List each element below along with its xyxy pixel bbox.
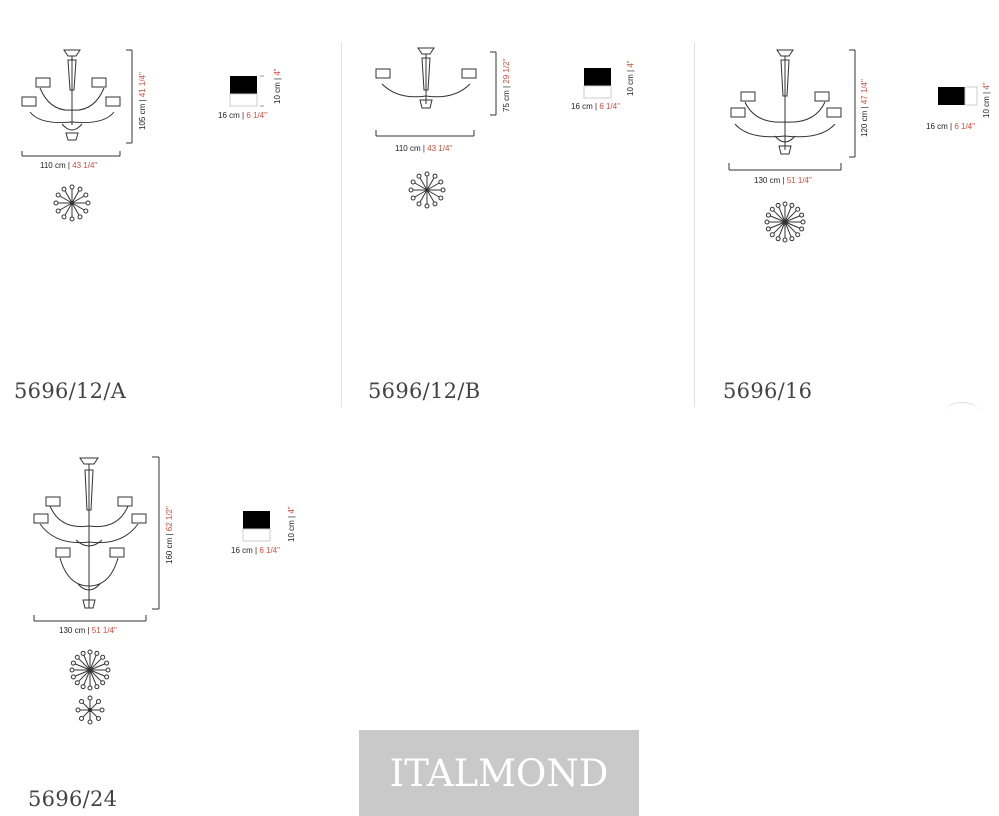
product-code: 5696/12/B bbox=[368, 379, 481, 403]
height-label: 75 cm | 29 1/2" bbox=[502, 58, 511, 112]
chandelier-drawing: 130 cm | 51 1/4" 160 cm | 62 1/2" 16 cm … bbox=[33, 456, 296, 725]
scroll-top-button[interactable] bbox=[944, 402, 980, 423]
top-view-icon bbox=[69, 649, 111, 691]
shade-height-label: 10 cm | 4" bbox=[626, 60, 635, 96]
width-label: 130 cm | 51 1/4" bbox=[59, 626, 117, 635]
top-view-icon bbox=[764, 201, 806, 243]
shade-width-label: 16 cm | 6 1/4" bbox=[926, 122, 975, 131]
width-label: 110 cm | 43 1/4" bbox=[395, 144, 452, 153]
product-code: 5696/12/A bbox=[14, 379, 127, 403]
height-label: 105 cm | 41 1/4" bbox=[138, 72, 147, 130]
product-code: 5696/16 bbox=[723, 379, 813, 403]
product-card-5696-12-b: 110 cm | 43 1/4" 75 cm | 29 1/2" 16 cm |… bbox=[342, 0, 694, 410]
shade-width-label: 16 cm | 6 1/4" bbox=[218, 111, 267, 120]
width-label: 130 cm | 51 1/4" bbox=[754, 176, 812, 185]
shade-height-label: 10 cm | 4" bbox=[287, 506, 296, 542]
product-card-5696-12-a: 110 cm | 43 1/4" 105 cm | 41 1/4" 16 cm … bbox=[0, 0, 340, 410]
column-divider bbox=[694, 42, 695, 407]
height-label: 160 cm | 62 1/2" bbox=[165, 506, 174, 564]
shade-width-label: 16 cm | 6 1/4" bbox=[571, 102, 620, 111]
top-view-icon bbox=[53, 184, 91, 222]
product-card-5696-24: 130 cm | 51 1/4" 160 cm | 62 1/2" 16 cm … bbox=[0, 420, 340, 816]
shade-height-label: 10 cm | 4" bbox=[273, 68, 282, 104]
product-code: 5696/24 bbox=[28, 787, 118, 811]
shade-width-label: 16 cm | 6 1/4" bbox=[231, 546, 280, 555]
column-divider bbox=[341, 42, 342, 407]
top-view-icon-lower bbox=[75, 695, 105, 725]
italmond-logo: ITALMOND bbox=[359, 730, 639, 816]
shade-height-label: 10 cm | 4" bbox=[982, 82, 991, 118]
width-label: 110 cm | 43 1/4" bbox=[40, 161, 97, 170]
chandelier-drawing: 130 cm | 51 1/4" 120 cm | 47 1/4" 16 cm … bbox=[728, 49, 991, 243]
height-label: 120 cm | 47 1/4" bbox=[860, 79, 869, 137]
chandelier-drawing: 110 cm | 43 1/4" 75 cm | 29 1/2" 16 cm |… bbox=[375, 47, 635, 209]
product-card-5696-16: 130 cm | 51 1/4" 120 cm | 47 1/4" 16 cm … bbox=[695, 0, 999, 410]
chandelier-drawing: 110 cm | 43 1/4" 105 cm | 41 1/4" 16 cm … bbox=[21, 49, 282, 222]
top-view-icon bbox=[408, 171, 446, 209]
